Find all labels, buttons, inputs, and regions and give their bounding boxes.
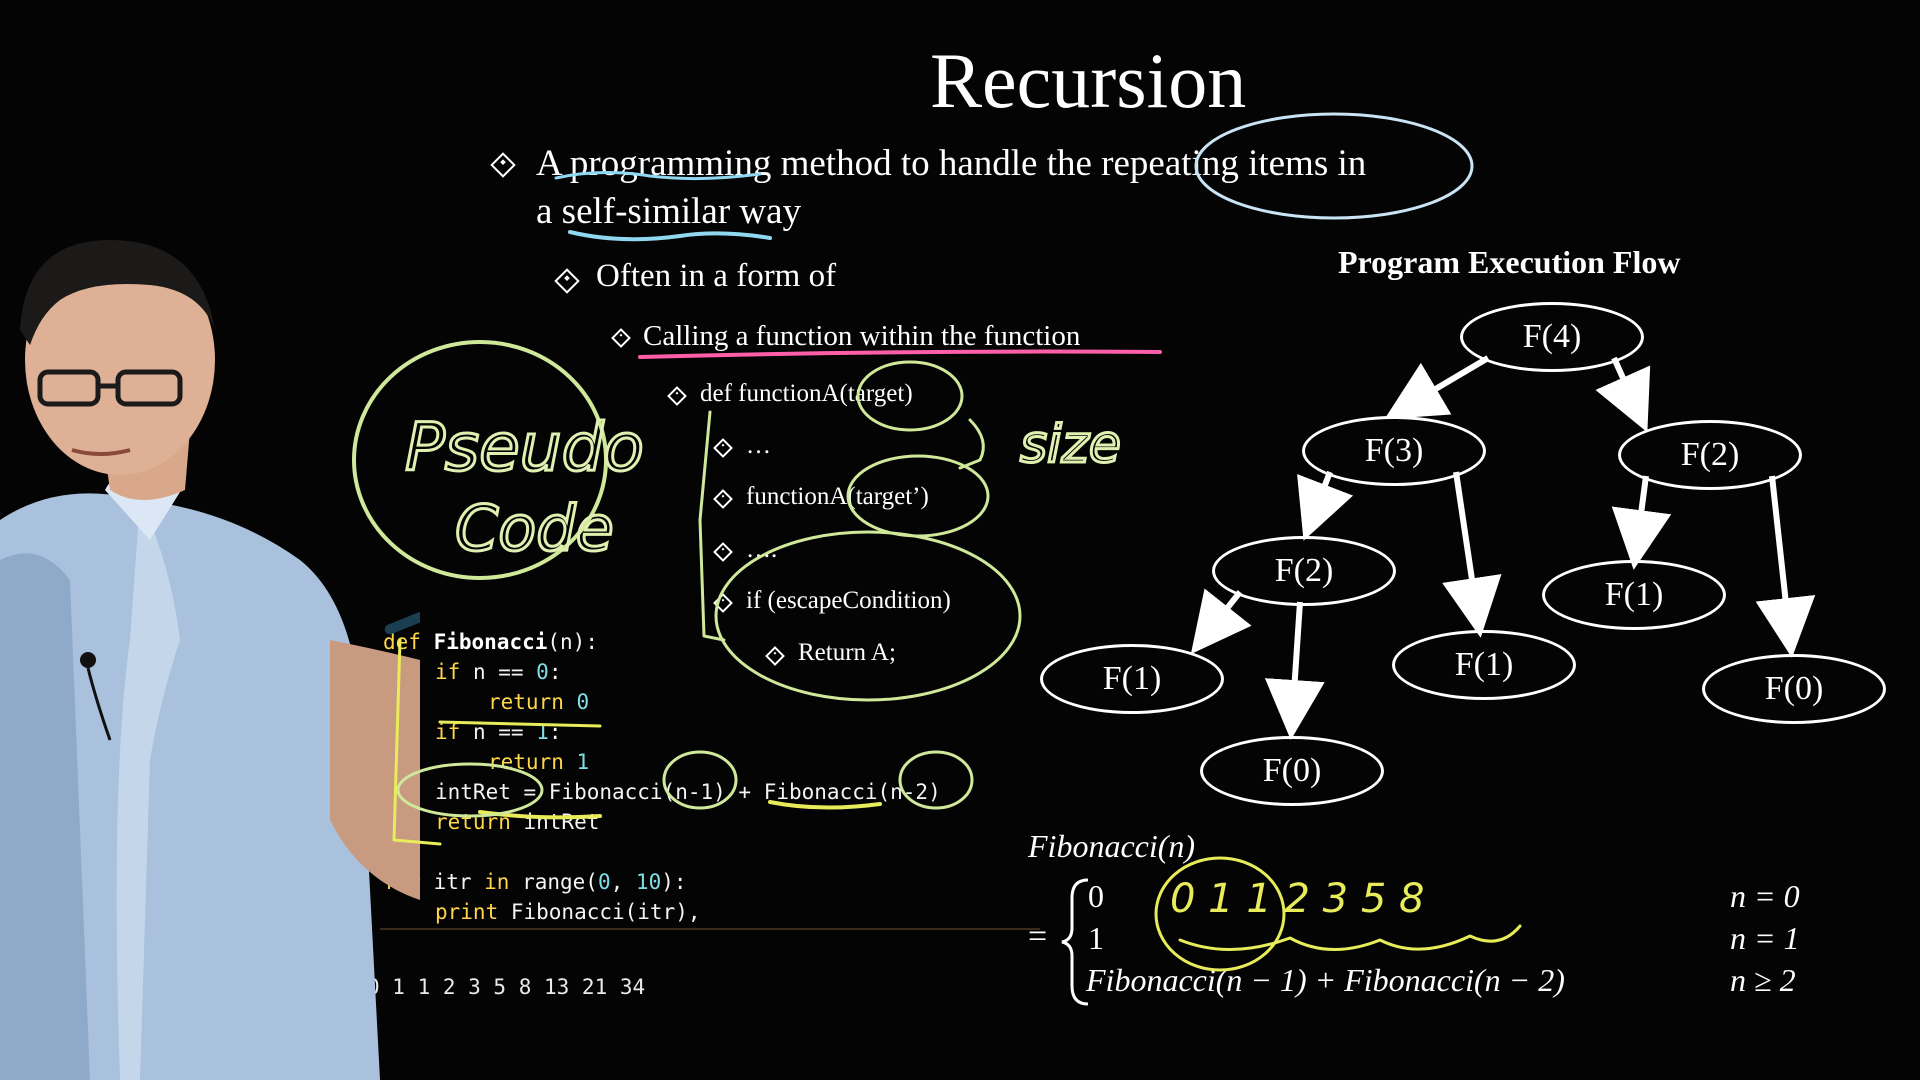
formula-cond-2: n = 1 xyxy=(1730,920,1800,956)
bullet-6: functionA(target’) xyxy=(746,483,929,510)
tree-edge xyxy=(1611,475,1672,570)
tree-node-lll: F(1) xyxy=(1040,644,1224,714)
tree-edge xyxy=(1297,470,1354,541)
annotation-size: size xyxy=(1020,415,1121,475)
formula-case-1: 0 xyxy=(1088,878,1104,914)
tree-node-ll: F(2) xyxy=(1212,536,1396,606)
bullet-5: … xyxy=(746,432,771,459)
tree-node-r: F(2) xyxy=(1618,420,1802,490)
annotation-pseudo: Pseudo xyxy=(405,409,644,486)
formula-case-3: Fibonacci(n − 1) + Fibonacci(n − 2) xyxy=(1086,962,1565,998)
bullet-1-line-1: A programming method to handle the repea… xyxy=(536,143,1367,184)
tree-node-llr: F(0) xyxy=(1200,736,1384,806)
formula-cond-3: n ≥ 2 xyxy=(1730,962,1796,998)
bullet-4: def functionA(target) xyxy=(700,380,913,407)
code-line-2: if n == 0: xyxy=(435,660,562,684)
annotation-code: Code xyxy=(455,492,614,565)
tree-edge xyxy=(1442,471,1502,638)
annotation-fib-sequence: 0 1 1 2 3 5 8 xyxy=(1170,876,1424,922)
formula-case-2: 1 xyxy=(1088,920,1104,956)
tree-node-l: F(3) xyxy=(1302,416,1486,486)
code-line-4: if n == 1: xyxy=(435,720,562,744)
tree-edge xyxy=(1190,588,1252,655)
formula-lhs: Fibonacci(n) xyxy=(1028,828,1196,864)
tree-node-rl: F(1) xyxy=(1542,560,1726,630)
formula-brace-icon xyxy=(1061,878,1089,1006)
tree-edge xyxy=(1755,475,1816,658)
code-line-6: intRet = Fibonacci(n-1) + Fibonacci(n-2) xyxy=(435,780,941,804)
program-output: 0 1 1 2 3 5 8 13 21 34 xyxy=(367,975,646,999)
code-line-1: def Fibonacci(n): xyxy=(383,630,598,654)
tree-node-lr: F(1) xyxy=(1392,630,1576,700)
presenter-image xyxy=(0,240,420,1080)
tree-edge xyxy=(1595,356,1651,433)
tree-node-rr: F(0) xyxy=(1702,654,1886,724)
tree-edge xyxy=(1384,355,1490,420)
formula-cond-1: n = 0 xyxy=(1730,878,1800,914)
bullet-1-line-2: a self-similar way xyxy=(536,191,802,232)
slide-title: Recursion xyxy=(930,37,1247,124)
code-line-3: return 0 xyxy=(488,690,590,714)
bullet-2: Often in a form of xyxy=(596,258,837,294)
formula-equals: = xyxy=(1028,918,1048,955)
tree-node-root: F(4) xyxy=(1460,302,1644,372)
bullet-8: if (escapeCondition) xyxy=(746,587,951,614)
bullet-3: Calling a function within the function xyxy=(643,320,1081,352)
tree-edge xyxy=(1264,601,1325,740)
code-line-5: return 1 xyxy=(488,750,590,774)
flow-title: Program Execution Flow xyxy=(1338,244,1681,280)
code-line-9: print Fibonacci(itr), xyxy=(435,900,701,924)
divider xyxy=(380,928,1040,930)
bullet-9: Return A; xyxy=(798,639,896,666)
